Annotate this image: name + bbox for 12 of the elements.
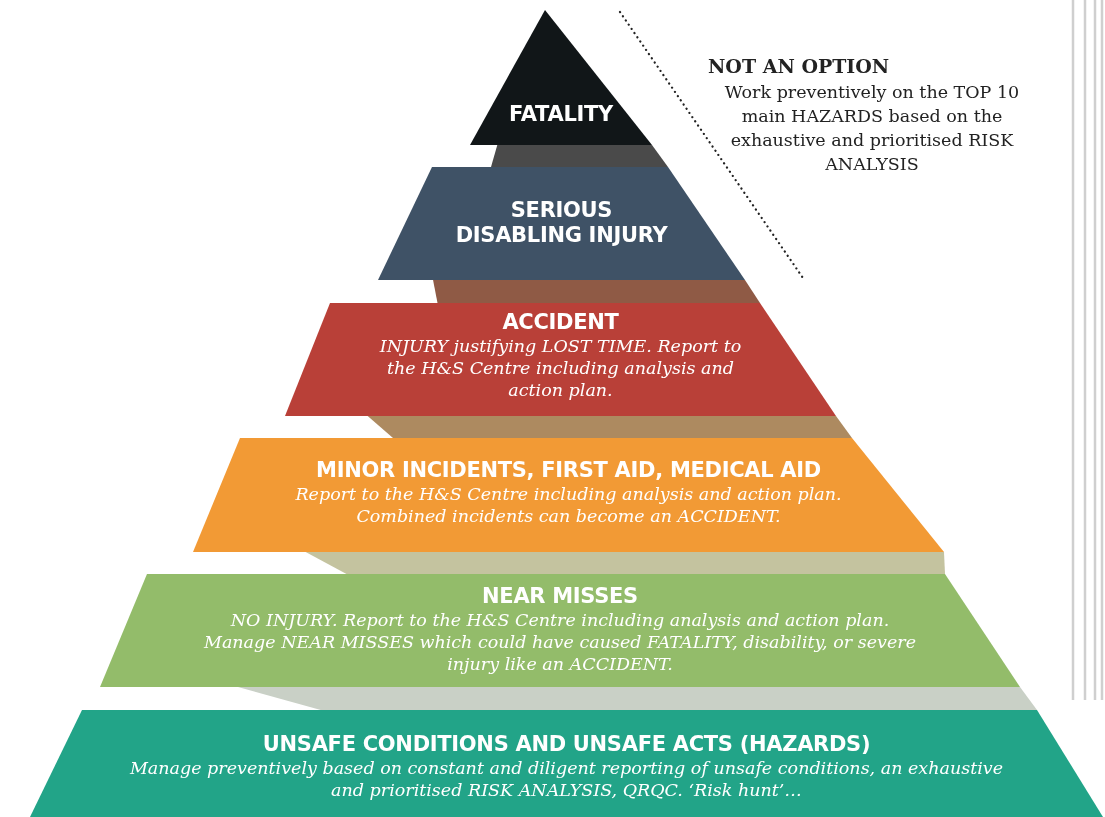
tier-heading: SERIOUS DISABLING INJURY <box>454 198 669 248</box>
tier-description: INJURY justifying LOST TIME. Report to the H&S Centre including analysis and action plan. <box>378 335 743 401</box>
tier-heading: ACCIDENT <box>502 310 619 335</box>
tier-heading: MINOR INCIDENTS, FIRST AID, MEDICAL AID <box>316 458 821 483</box>
tier-description: NO INJURY. Report to the H&S Centre including analysis and action plan. Manage NEAR MISSES which could have caused FATALITY, disability, or severe injury like an ACCIDENT. <box>203 609 917 675</box>
tier-heading: UNSAFE CONDITIONS AND UNSAFE ACTS (HAZARDS) <box>262 732 871 757</box>
tier-description: Manage preventively based on constant and diligent reporting of unsafe conditions, an exhaustive and prioritised RISK ANALYSIS, QRQC. ‘Risk hunt’… <box>128 757 1005 801</box>
note-heading: NOT AN OPTION <box>708 55 891 77</box>
tier-description: Report to the H&S Centre including analysis and action plan. Combined incidents can become an ACCIDENT. <box>294 483 843 527</box>
tier-heading: FATALITY <box>509 102 613 127</box>
tier-heading: NEAR MISSES <box>482 584 638 609</box>
note-text: Work preventively on the TOP 10 main HAZARDS based on the exhaustive and prioritised RISK ANALYSIS <box>723 81 1021 176</box>
